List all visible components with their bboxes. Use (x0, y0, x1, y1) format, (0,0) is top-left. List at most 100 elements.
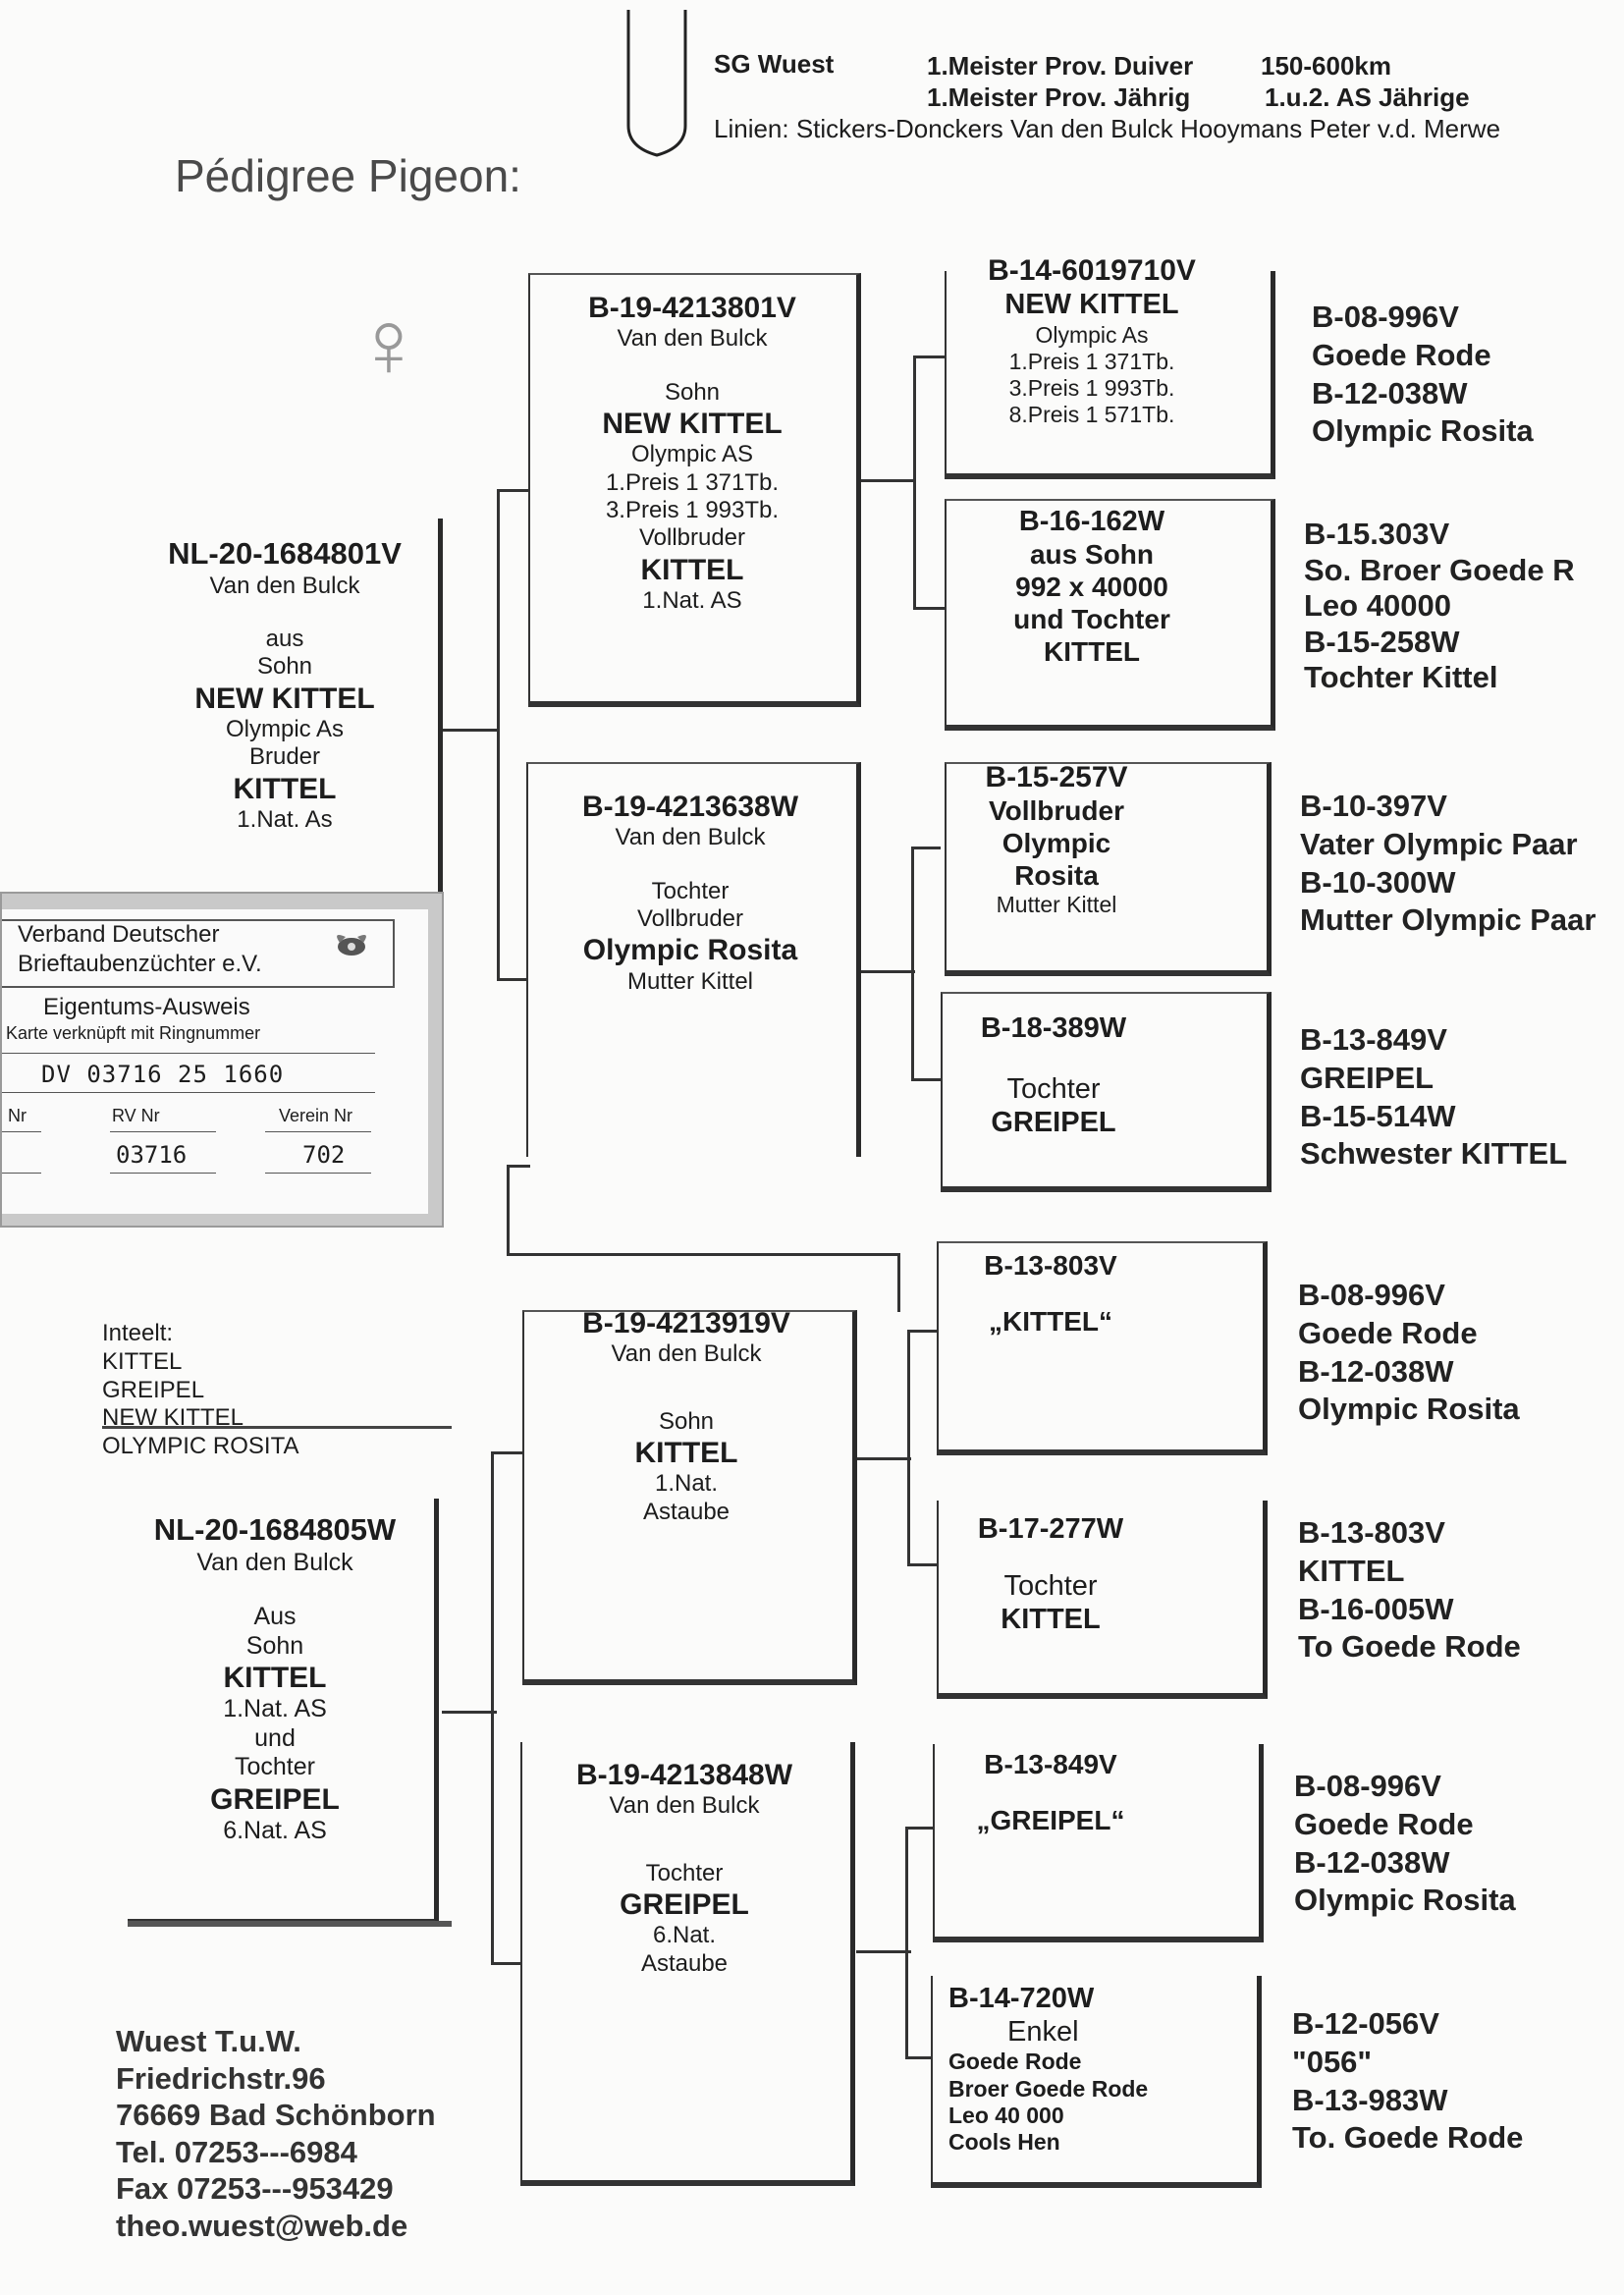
gen3-line: KITTEL (1044, 636, 1140, 668)
gen2-line: 1.Nat. AS (642, 587, 742, 615)
pigeon-sire-line: Sohn (256, 653, 313, 681)
gen3-item-5: B-13-803V „KITTEL“ (943, 1249, 1159, 1338)
gen3-line: KITTEL (1001, 1604, 1101, 1636)
gen3-ring: B-15-257V (985, 761, 1128, 793)
gen3-ring: B-17-277W (977, 1513, 1124, 1545)
gen2-line: Astaube (640, 1949, 729, 1977)
gen2-breeder: Van den Bulck (615, 824, 766, 851)
gen3-item-6: B-17-277W Tochter KITTEL (943, 1512, 1159, 1637)
gen2-breeder: Van den Bulck (611, 1340, 762, 1368)
gen2-line: Tochter (651, 877, 730, 904)
pigeon-dam: NL-20-1684805W Van den Bulck Aus Sohn KI… (128, 1512, 422, 1846)
gen3-item-3: B-15-257V Vollbruder Olympic Rosita Mutt… (929, 760, 1184, 919)
gen2-sire-sire: B-19-4213801V Van den Bulck Sohn NEW KIT… (530, 291, 854, 615)
gen3-ring: B-16-162W (1018, 506, 1165, 537)
gen3-box-1 (945, 271, 1275, 479)
gen4-item-7: B-08-996V Goede Rode B-12-038W Olympic R… (1294, 1768, 1516, 1920)
gen3-line: Tochter (1006, 1073, 1101, 1106)
gen4-line: B-12-038W (1298, 1353, 1454, 1389)
gen4-line: To Goede Rode (1298, 1629, 1521, 1665)
gen4-line: B-08-996V (1312, 300, 1459, 334)
inbred-name: OLYMPIC ROSITA (102, 1433, 299, 1460)
gen4-line: To. Goede Rode (1292, 2120, 1524, 2156)
gen3-line: Cools Hen (948, 2128, 1060, 2155)
gen2-box-4 (520, 1742, 855, 2186)
gen4-item-6: B-13-803V KITTEL B-16-005W To Goede Rode (1298, 1514, 1521, 1667)
gen2-breeder: Van den Bulck (617, 325, 768, 353)
pigeon-dam-breeder: Van den Bulck (196, 1548, 353, 1576)
inbred-block: Inteelt: KITTEL GREIPEL NEW KITTEL OLYMP… (102, 1320, 452, 1459)
gen2-line: NEW KITTEL (602, 408, 783, 441)
gen2-line: 3.Preis 1 993Tb. (605, 497, 780, 524)
gen3-line: Tochter (1003, 1570, 1098, 1603)
contact-tel: Tel. 07253---6984 (116, 2134, 357, 2169)
pigeon-dam-ring: NL-20-1684805W (153, 1512, 397, 1547)
pigeon-logo-icon (328, 927, 375, 962)
gen4-line: B-15-514W (1300, 1098, 1456, 1133)
meister-2-range: 1.u.2. AS Jährige (1265, 82, 1470, 112)
gen4-line: Tochter Kittel (1304, 660, 1498, 695)
gen4-line: "056" (1292, 2044, 1373, 2079)
ownership-card: Verband Deutscher Brieftaubenzüchter e.V… (0, 892, 444, 1228)
card-header-box (2, 919, 395, 988)
card-title: Eigentums-Ausweis (43, 994, 250, 1020)
gen4-line: Goede Rode (1294, 1806, 1474, 1841)
gen3-line: und Tochter (1013, 604, 1170, 635)
gen2-line: Sohn (664, 378, 721, 406)
gen4-line: B-13-983W (1292, 2082, 1448, 2117)
gen2-box-3 (522, 1310, 857, 1685)
gen3-line: aus Sohn (1029, 539, 1154, 571)
gen2-line: Olympic AS (630, 441, 754, 468)
gen4-line: Olympic Rosita (1294, 1883, 1516, 1918)
gen4-line: B-08-996V (1294, 1769, 1441, 1803)
gen2-line: Mutter Kittel (626, 967, 754, 995)
pigeon-dam-line: Aus (253, 1603, 297, 1631)
gen3-box-5 (937, 1241, 1268, 1455)
gen4-line: Olympic Rosita (1298, 1392, 1520, 1427)
female-symbol: ♀ (353, 292, 424, 397)
gen3-box-4 (941, 992, 1272, 1192)
inbred-name: GREIPEL (102, 1376, 205, 1403)
gen3-line: Goede Rode (948, 2049, 1082, 2075)
pigeon-sire-line: Bruder (248, 743, 321, 771)
pigeon-dam-line: 6.Nat. AS (223, 1817, 327, 1845)
gen3-line: „GREIPEL“ (976, 1805, 1125, 1836)
gen4-line: B-08-996V (1298, 1278, 1445, 1312)
gen4-item-1: B-08-996V Goede Rode B-12-038W Olympic R… (1312, 299, 1534, 451)
meister-1: 1.Meister Prov. Duiver (927, 51, 1194, 81)
gen2-dam-dam: B-19-4213848W Van den Bulck Tochter GREI… (520, 1758, 848, 1978)
gen3-line: Enkel (1007, 2016, 1079, 2049)
gen3-ring: B-13-849V (984, 1749, 1117, 1779)
gen3-item-4: B-18-389W Tochter GREIPEL (941, 1011, 1166, 1140)
gen4-line: Leo 40000 (1304, 588, 1451, 624)
gen3-box-3 (945, 762, 1272, 976)
gen4-line: B-10-300W (1300, 864, 1456, 900)
gen3-item-7: B-13-849V „GREIPEL“ (943, 1748, 1159, 1836)
card-org-2: Brieftaubenzüchter e.V. (18, 951, 262, 977)
contact-city: 76669 Bad Schönborn (116, 2098, 436, 2132)
page-title: Pédigree Pigeon: (175, 150, 521, 201)
contact-email[interactable]: theo.wuest@web.de (116, 2208, 408, 2243)
gen3-line: GREIPEL (991, 1107, 1116, 1139)
gen2-line: Tochter (645, 1859, 724, 1886)
gen4-line: Olympic Rosita (1312, 413, 1534, 449)
pigeon-sire-line: NEW KITTEL (194, 682, 375, 715)
gen3-line: 1.Preis 1 371Tb. (1008, 348, 1175, 374)
gen4-line: Vater Olympic Paar (1300, 826, 1578, 861)
card-org-1: Verband Deutscher (18, 921, 220, 948)
gen2-line: Vollbruder (636, 905, 744, 933)
gen4-line: Goede Rode (1312, 337, 1491, 372)
gen2-dam-sire: B-19-4213919V Van den Bulck Sohn KITTEL … (522, 1306, 850, 1526)
gen3-box-8 (931, 1976, 1262, 2188)
gen4-line: B-15.303V (1304, 517, 1450, 551)
contact-name: Wuest T.u.W. (116, 2024, 301, 2058)
gen3-ring: B-13-803V (984, 1250, 1117, 1281)
meister-1-range: 150-600km (1261, 51, 1391, 81)
pigeon-dam-line: Sohn (245, 1631, 304, 1660)
gen4-item-2: B-15.303V So. Broer Goede R Leo 40000 B-… (1304, 517, 1575, 696)
gen4-line: B-12-038W (1294, 1844, 1450, 1880)
pigeon-sire-line: Olympic As (225, 715, 345, 742)
inbred-name: NEW KITTEL (102, 1404, 244, 1432)
gen4-line: Goede Rode (1298, 1315, 1478, 1350)
card-ring: DV 03716 25 1660 (41, 1061, 285, 1088)
